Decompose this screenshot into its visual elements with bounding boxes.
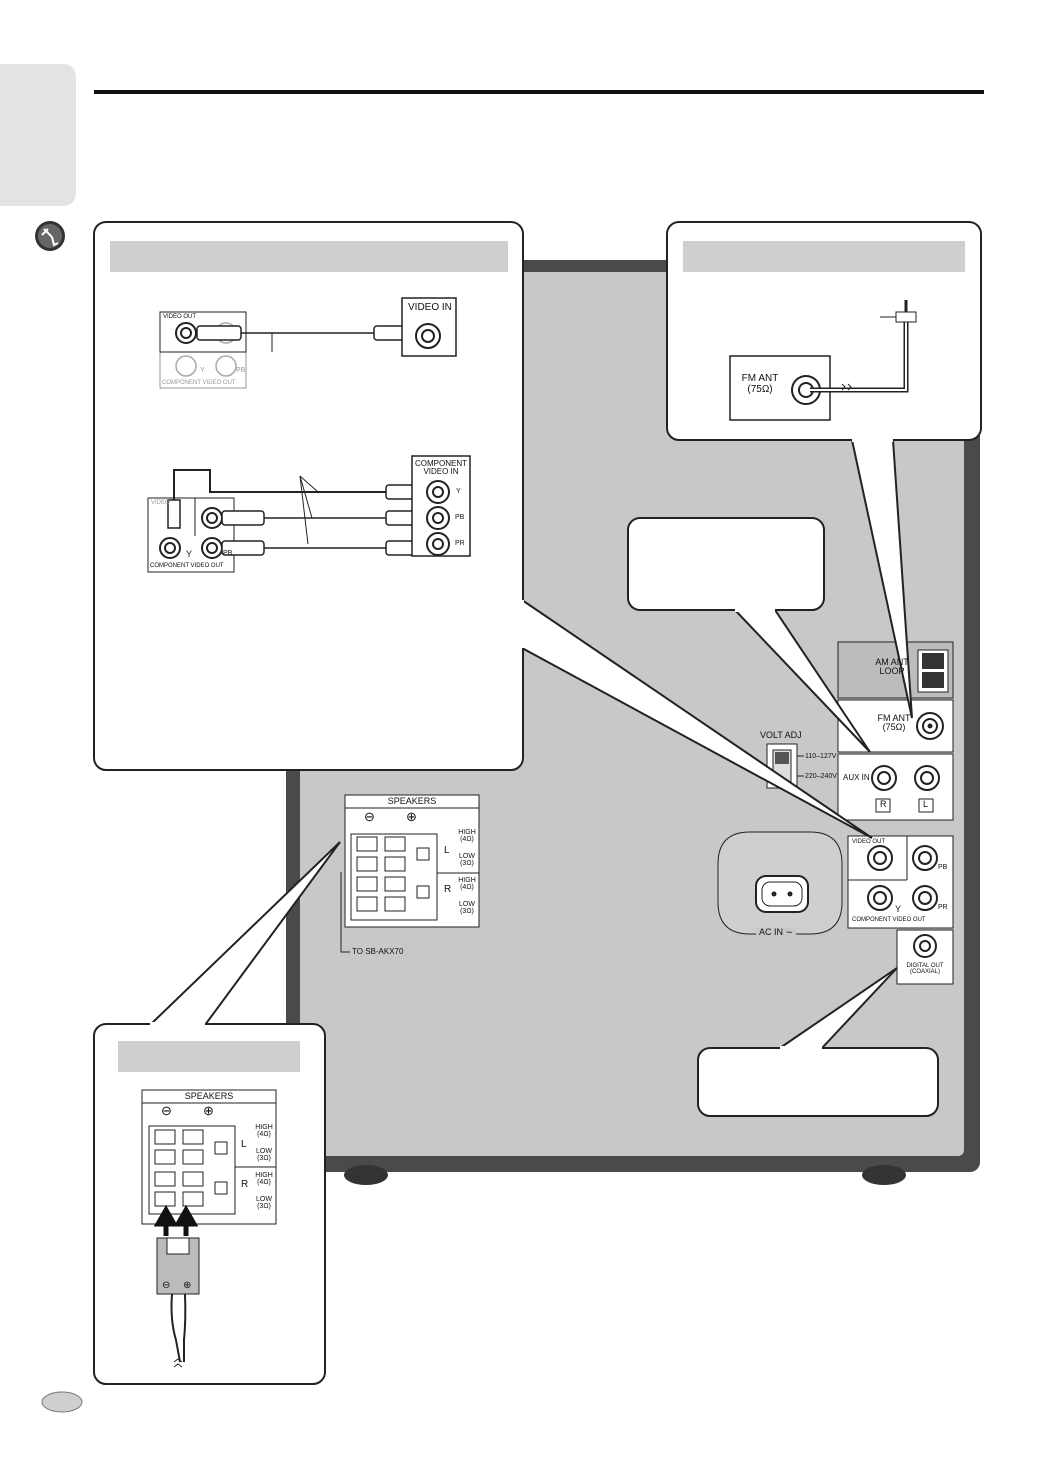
back-high-r-label: HIGH (4Ω) (458, 877, 476, 892)
foot-left (344, 1165, 388, 1185)
header-rule (94, 90, 984, 94)
detail-component-out-label: COMPONENT VIDEO OUT (162, 380, 236, 386)
side-tab (0, 64, 76, 206)
detail-pb-label: PB (236, 367, 246, 374)
detail-minus-label: ⊖ (161, 1103, 172, 1118)
detail-plus-label: ⊕ (203, 1103, 214, 1118)
fm-antenna-header-bar (683, 241, 965, 272)
detail-l-channel-label: L (241, 1139, 247, 1150)
volt-adj-label: VOLT ADJ (760, 730, 802, 740)
am-ant-label: AM ANT LOOP (875, 657, 909, 677)
back-speakers-title: SPEAKERS (387, 796, 437, 806)
detail-speakers-title: SPEAKERS (184, 1091, 234, 1101)
back-pr-label: PR (938, 904, 948, 911)
back-plus-label: ⊕ (406, 809, 417, 824)
back-low-l-label: LOW (3Ω) (459, 853, 475, 868)
tv-pr-label: PR (455, 540, 465, 547)
video-connection-header-bar (110, 241, 508, 272)
aux-l-label: L (923, 799, 929, 809)
comp-y-label: Y (186, 549, 193, 559)
back-component-out-label: COMPONENT VIDEO OUT (852, 917, 926, 923)
back-l-channel-label: L (444, 845, 450, 856)
detail-low-l-label: LOW (3Ω) (256, 1148, 272, 1163)
back-y-label: Y (895, 904, 902, 914)
back-low-r-label: LOW (3Ω) (459, 901, 475, 916)
aux-r-label: R (880, 799, 887, 809)
comp-out-label: COMPONENT VIDEO OUT (150, 563, 224, 569)
detail-y-label: Y (200, 367, 205, 374)
plug-plus-label: ⊕ (183, 1280, 192, 1291)
detail-high-l-label: HIGH (4Ω) (255, 1124, 273, 1139)
plug-minus-label: ⊖ (162, 1280, 171, 1291)
tv-pb-label: PB (455, 514, 465, 521)
detail-r-channel-label: R (241, 1179, 249, 1190)
back-minus-label: ⊖ (364, 809, 375, 824)
plug-icon (35, 221, 65, 251)
detail-high-r-label: HIGH (4Ω) (255, 1172, 273, 1187)
aux-in-label: AUX IN (843, 773, 870, 782)
speaker-header-bar (118, 1041, 300, 1072)
back-r-channel-label: R (444, 884, 452, 895)
comp-video-label: VIDEO (151, 500, 170, 506)
fm-detail-label: FM ANT (75Ω) (741, 373, 779, 395)
video-out-label: VIDEO OUT (163, 314, 197, 320)
page-number-oval (41, 1391, 83, 1413)
fm-ant-label: FM ANT (75Ω) (877, 713, 911, 733)
volt-220-label: 220–240V (805, 773, 837, 780)
aux-callout (627, 517, 825, 611)
tv-video-in-label: VIDEO IN (408, 302, 452, 313)
back-high-l-label: HIGH (4Ω) (458, 829, 476, 844)
digital-out-label: DIGITAL OUT (COAXIAL) (906, 963, 944, 976)
to-speaker-label: TO SB-AKX70 (352, 947, 404, 956)
detail-low-r-label: LOW (3Ω) (256, 1196, 272, 1211)
volt-110-label: 110–127V (805, 753, 837, 760)
tv-y-label: Y (456, 488, 461, 495)
ac-in-label: AC IN ∼ (756, 927, 797, 938)
back-pb-label: PB (938, 864, 948, 871)
tv-component-in-label: COMPONENT VIDEO IN (415, 459, 467, 477)
digital-callout (697, 1047, 939, 1117)
comp-pb-label: PB (223, 550, 233, 557)
back-video-out-label: VIDEO OUT (852, 839, 886, 845)
foot-right (862, 1165, 906, 1185)
